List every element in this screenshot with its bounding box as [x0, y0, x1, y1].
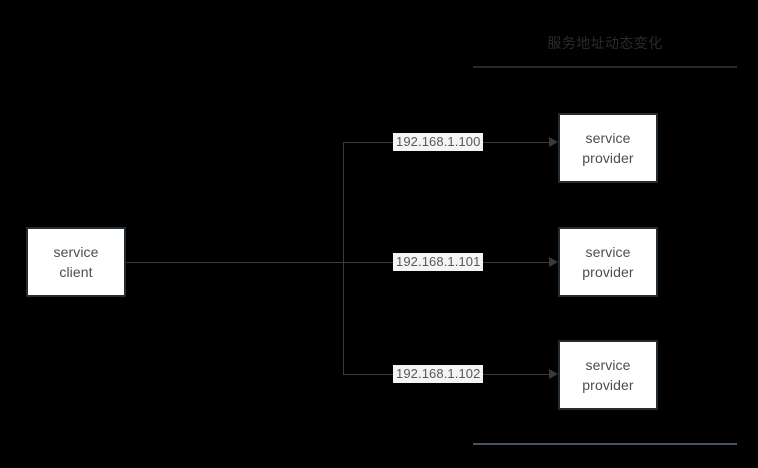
arrowhead-icon-provider2 — [549, 257, 558, 267]
edge-label-ip-102: 192.168.1.102 — [393, 365, 484, 383]
edge-label-ip-100: 192.168.1.100 — [393, 133, 484, 151]
node-service-client: service client — [26, 227, 126, 297]
connector-branch-spine — [343, 142, 344, 375]
connector-trunk — [126, 262, 344, 263]
node-service-provider-2: service provider — [558, 227, 658, 297]
edge-label-ip-101: 192.168.1.101 — [393, 253, 484, 271]
node-service-provider-1: service provider — [558, 113, 658, 183]
annotation-divider-bottom — [473, 443, 737, 445]
annotation-title: 服务地址动态变化 — [547, 36, 663, 52]
arrowhead-icon-provider1 — [549, 137, 558, 147]
annotation-divider-top — [473, 66, 737, 68]
arrowhead-icon-provider3 — [549, 369, 558, 379]
node-service-provider-3: service provider — [558, 340, 658, 410]
